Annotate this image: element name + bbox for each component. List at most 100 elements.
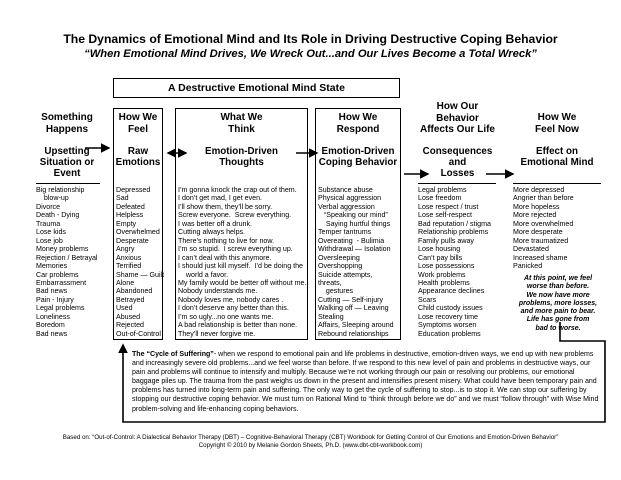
list-item: A bad relationship is better than none. bbox=[178, 321, 298, 330]
list-item: Abandoned bbox=[116, 287, 153, 296]
emotional-mind-state-box: A Destructive Emotional Mind State bbox=[113, 78, 400, 98]
list-item: More rejected bbox=[513, 211, 557, 220]
list-item: Bad news bbox=[36, 329, 68, 338]
list-item: Temper tantrums bbox=[318, 228, 372, 237]
think-column-box bbox=[175, 108, 308, 340]
list-item: Bad news bbox=[36, 287, 68, 296]
arrow-cycle-loop bbox=[118, 322, 606, 423]
list-item: Pain - Injury bbox=[36, 295, 74, 304]
list-item: Physical aggression bbox=[318, 194, 382, 203]
list-item: Devastated bbox=[513, 245, 549, 254]
list-item: Rebound relationships bbox=[318, 329, 389, 338]
list-item: I’m gonna knock the crap out of them. bbox=[178, 186, 297, 194]
list-item: Can’t pay bills bbox=[418, 253, 463, 262]
feel-column-box bbox=[113, 108, 163, 340]
list-item: Betrayed bbox=[116, 295, 145, 304]
cycle-of-suffering-body: - when we respond to emotional pain and … bbox=[132, 351, 599, 413]
col-event-rule bbox=[36, 183, 100, 184]
list-item: Alone bbox=[116, 278, 135, 287]
list-item: Depressed bbox=[116, 186, 151, 194]
list-item: More hopeless bbox=[513, 202, 560, 211]
list-item: gestures bbox=[318, 287, 354, 296]
list-item: Scars bbox=[418, 295, 437, 304]
list-item: Relationship problems bbox=[418, 228, 489, 237]
list-item: Lose respect / trust bbox=[418, 202, 479, 211]
col-consequences-subheading: Consequences and Losses bbox=[422, 146, 493, 179]
list-item: Loneliness bbox=[36, 312, 70, 321]
list-item: Suicide attempts, bbox=[318, 270, 373, 279]
list-item: More depressed bbox=[513, 186, 565, 194]
list-item: Divorce bbox=[36, 202, 61, 211]
list-item: Angrier than before bbox=[513, 194, 574, 203]
col-consequences-heading: How Our Behavior Affects Our Life bbox=[419, 101, 495, 135]
list-item: Education problems bbox=[418, 329, 481, 338]
col-feel-subheading: Raw Emotions bbox=[115, 146, 161, 168]
list-item: Desperate bbox=[116, 236, 149, 245]
list-item: Family pulls away bbox=[418, 236, 474, 245]
list-item: Legal problems bbox=[36, 304, 85, 313]
list-item: Embarrassment bbox=[36, 278, 87, 287]
list-item: Lose freedom bbox=[418, 194, 462, 203]
list-item: Appearance declines bbox=[418, 287, 485, 296]
list-item: Lose recovery time bbox=[418, 312, 478, 321]
list-item: Substance abuse bbox=[318, 186, 373, 194]
footer-copyright: Copyright © 2010 by Melanie Gordon Sheet… bbox=[198, 442, 423, 449]
list-item: Health problems bbox=[418, 278, 470, 287]
list-item: Lose self-respect bbox=[418, 211, 473, 220]
list-item: Legal problems bbox=[418, 186, 467, 194]
list-item: Memories bbox=[36, 262, 68, 271]
list-item: Trauma bbox=[36, 219, 61, 228]
list-item: Used bbox=[116, 304, 133, 313]
list-item: Money problems bbox=[36, 245, 89, 254]
col-respond-heading: How We Respond bbox=[336, 112, 380, 135]
list-item: More desperate bbox=[513, 228, 563, 237]
list-item: Child custody issues bbox=[418, 304, 483, 313]
list-item: Rejected bbox=[116, 321, 144, 330]
list-item: Affairs, Sleeping around bbox=[318, 321, 394, 330]
col-think-subheading: Emotion-Driven Thoughts bbox=[205, 146, 278, 168]
list-item: Sad bbox=[116, 194, 129, 203]
list-item: I can’t deal with this anymore. bbox=[178, 253, 272, 262]
list-item: Helpless bbox=[116, 211, 144, 220]
list-item: Overshopping bbox=[318, 262, 363, 271]
list-item: There’s nothing to live for now. bbox=[178, 236, 275, 245]
list-item: Out-of-Control bbox=[116, 329, 161, 338]
cycle-of-suffering-text: The “Cycle of Suffering”- when we respon… bbox=[132, 350, 602, 414]
list-item: Car problems bbox=[36, 270, 79, 279]
list-item: Empty bbox=[116, 219, 137, 228]
list-item: Walking off — Leaving bbox=[318, 304, 389, 313]
list-item: Lose possessions bbox=[418, 262, 475, 271]
list-item: Terrified bbox=[116, 262, 142, 271]
list-item: Nobody understands me. bbox=[178, 287, 258, 296]
list-item: Lose job bbox=[36, 236, 63, 245]
col-event-subheading: Upsetting Situation or Event bbox=[39, 146, 95, 179]
col-think-heading: What We Think bbox=[220, 112, 263, 135]
list-item: Abused bbox=[116, 312, 141, 321]
list-item: Lose kids bbox=[36, 228, 66, 237]
cycle-of-suffering-lead: The “Cycle of Suffering” bbox=[132, 351, 214, 358]
col-consequences-rule bbox=[418, 183, 496, 184]
list-item: Shame — Guilt bbox=[116, 270, 165, 279]
list-item: Screw everyone. Screw everything. bbox=[178, 211, 292, 220]
list-item: More overwhelmed bbox=[513, 219, 574, 228]
list-item: Anxious bbox=[116, 253, 142, 262]
list-item: Lose housing bbox=[418, 245, 461, 254]
list-item: Increased shame bbox=[513, 253, 568, 262]
list-item: I was better off a drunk. bbox=[178, 219, 252, 228]
list-item: Bad reputation / stigma bbox=[418, 219, 491, 228]
list-item: Overeating - Bulimia bbox=[318, 236, 385, 245]
list-item: “Speaking our mind” bbox=[318, 211, 388, 220]
list-item: I’ll show them, they’ll be sorry. bbox=[178, 202, 273, 211]
list-item: I’m so stupid. I screw everything up. bbox=[178, 245, 293, 254]
list-item: Stealing bbox=[318, 312, 344, 321]
list-item: Boredom bbox=[36, 321, 65, 330]
page-subtitle: “When Emotional Mind Drives, We Wreck Ou… bbox=[84, 48, 537, 60]
respond-column-box bbox=[315, 108, 401, 340]
col-respond-subheading: Emotion-Driven Coping Behavior bbox=[318, 146, 398, 168]
col-think-list: I’m gonna knock the crap out of them.I d… bbox=[178, 186, 306, 338]
list-item: world a favor. bbox=[178, 270, 229, 279]
list-item: Symptoms worsen bbox=[418, 321, 477, 330]
